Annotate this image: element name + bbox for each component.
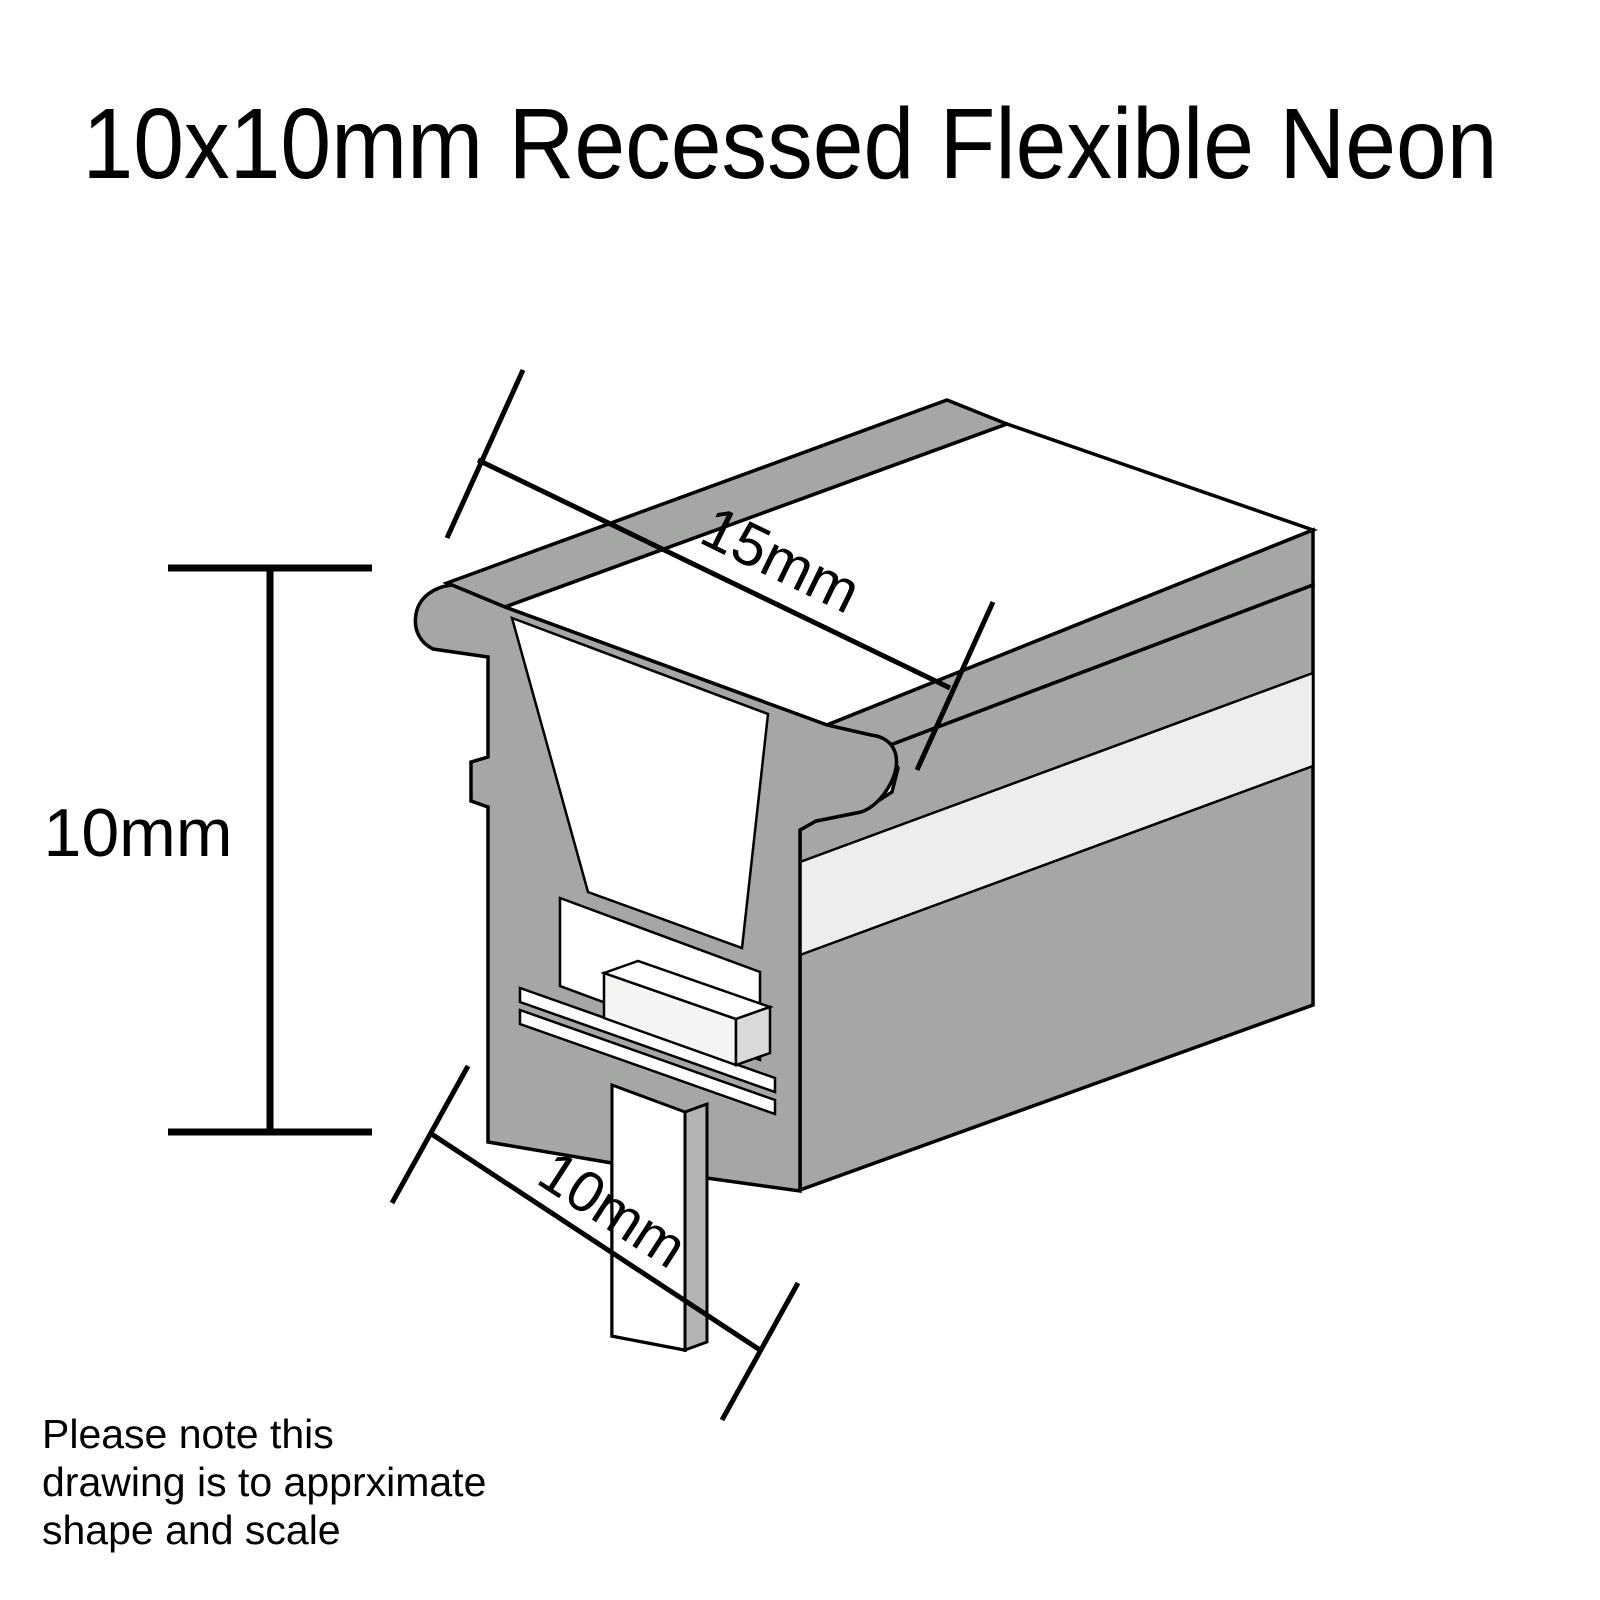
- bottom-width-tick-right: [719, 1281, 801, 1422]
- diagram-title: 10x10mm Recessed Flexible Neon: [83, 88, 1498, 200]
- bottom-width-tick-left: [389, 1064, 471, 1205]
- footnote-line-3: shape and scale: [42, 1507, 341, 1553]
- height-dimension-label: 10mm: [44, 795, 233, 871]
- top-width-tick-right: [914, 600, 996, 772]
- top-width-dimension-line: [476, 457, 952, 691]
- mounting-fin-side: [683, 1101, 709, 1353]
- bottom-width-dimension-line: [428, 1130, 762, 1353]
- pcb-strip-bottom: [518, 1008, 777, 1116]
- footnote-line-1: Please note this: [42, 1411, 334, 1457]
- height-dimension: 10mm: [44, 564, 372, 1136]
- footnote-line-2: drawing is to apprximate: [42, 1459, 486, 1505]
- cavity-upper: [510, 615, 770, 950]
- top-width-tick-left: [444, 368, 526, 540]
- footnote: Please note this drawing is to apprximat…: [42, 1411, 486, 1553]
- led-module-side: [734, 1005, 772, 1067]
- neon-profile-drawing: [413, 398, 1318, 1353]
